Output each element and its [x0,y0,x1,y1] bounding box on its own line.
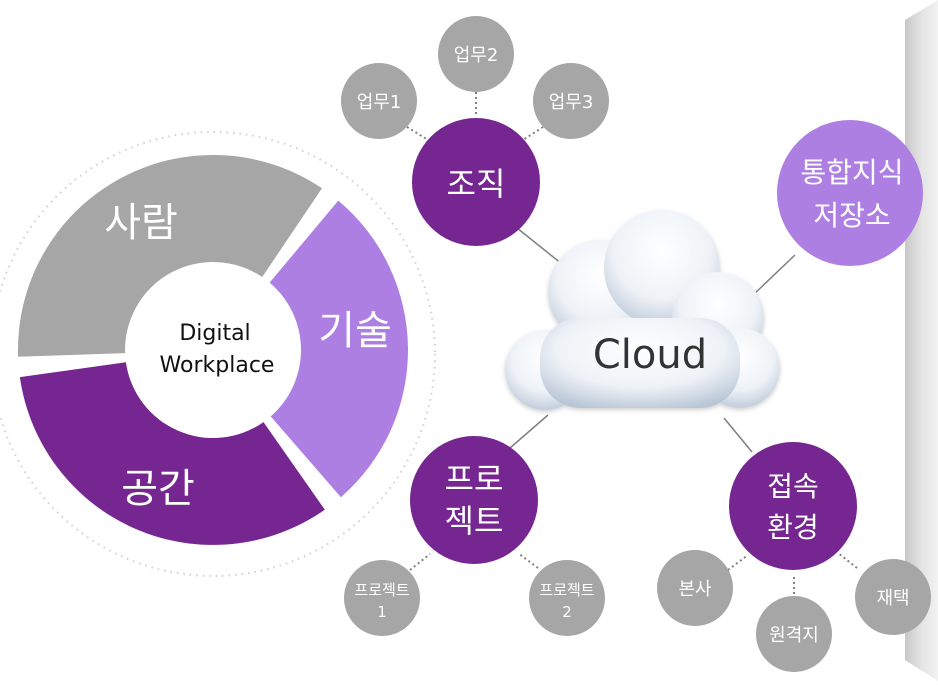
hub-access-circle [729,442,857,570]
hub-project-circle [410,436,538,564]
leaf-hq: 본사 [657,550,733,626]
leaf-remote-circle [756,596,832,672]
cloud-label: Cloud [593,332,707,378]
leaf-project1-circle [344,560,420,636]
leaf-home: 재택 [855,559,931,635]
leaf-project2-label-line1: 프로젝트 [539,581,594,599]
hub-project: 프로 젝트 [410,436,538,564]
hub-repo-circle [777,120,923,266]
hub-access-label-line1: 접속 [767,470,819,503]
ring-segment-space [19,362,325,545]
ring-center-label-line2: Workplace [160,353,275,378]
hub-nodes: 조직 통합지식 저장소 프로 젝트 접속 환경 [410,118,923,570]
leaf-project2: 프로젝트 2 [529,560,605,636]
connector-project-cloud [509,414,549,449]
leaf-hq-label: 본사 [678,579,712,600]
leaf-home-label: 재택 [876,588,909,609]
ring-dotted-outline [0,131,436,577]
connector-home-access [837,552,858,569]
leaf-hq-circle [657,550,733,626]
leaf-task1-circle [341,63,417,139]
hub-org-label: 조직 [447,165,506,203]
connector-task3-org [522,126,544,141]
cloud-base [540,318,740,408]
leaf-task1: 업무1 [341,63,417,139]
connector-project2-project [517,552,539,569]
leaf-task3-label: 업무3 [549,92,594,113]
connector-project1-project [409,553,431,571]
connector-hq-access [727,554,749,571]
leaf-home-circle [855,559,931,635]
hub-access-label-line2: 환경 [767,511,819,544]
leaf-task2: 업무2 [438,16,514,92]
hub-repo: 통합지식 저장소 [777,120,923,266]
leaf-project2-label-line2: 2 [562,603,572,621]
leaf-task1-label: 업무1 [357,92,402,113]
connector-org-cloud [511,223,568,269]
hub-repo-label-line2: 저장소 [813,199,890,232]
ring-segment-tech [269,200,408,498]
leaf-task2-circle [438,16,514,92]
ring-segment-label-tech: 기술 [318,308,392,354]
leaf-task3: 업무3 [533,63,609,139]
leaf-remote-label: 원격지 [769,625,819,646]
leaf-task2-label: 업무2 [454,45,499,66]
connector-task1-org [406,126,429,141]
leaf-project1-label-line2: 1 [377,603,387,621]
connectors [406,92,858,595]
leaf-project1-label-line1: 프로젝트 [354,581,409,599]
leaf-remote: 원격지 [756,596,832,672]
cloud-shape [505,210,780,410]
leaf-project2-circle [529,560,605,636]
ring-segment-label-space: 공간 [121,466,195,512]
connector-repo-cloud [751,254,796,297]
hub-project-label-line2: 젝트 [445,502,504,540]
hub-repo-label-line1: 통합지식 [800,156,903,189]
ring-segment-people [17,154,323,357]
hub-access: 접속 환경 [729,442,857,570]
ring-segment-label-people: 사람 [104,200,178,246]
digital-workplace-ring: Digital Workplace 사람 기술 공간 [0,131,436,577]
hub-project-label-line1: 프로 [445,460,504,498]
leaf-task3-circle [533,63,609,139]
ring-center-label-line1: Digital [179,321,250,346]
leaf-nodes: 업무1 업무2 업무3 프로젝트 1 프로젝트 2 본사 원격지 [341,16,931,672]
hub-org-circle [412,118,540,246]
connector-access-cloud [723,417,753,453]
hub-org: 조직 [412,118,540,246]
leaf-project1: 프로젝트 1 [344,560,420,636]
ring-center-disc [133,270,293,430]
